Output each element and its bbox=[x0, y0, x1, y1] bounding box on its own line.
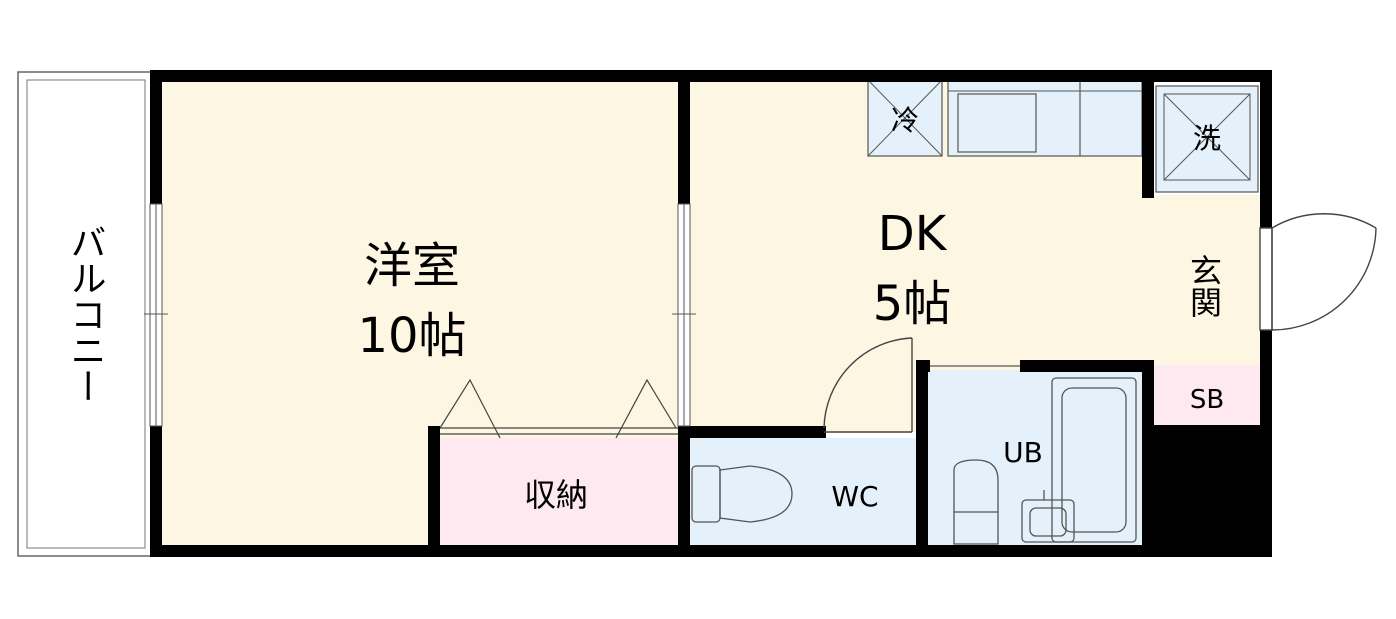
label-sb: SB bbox=[1190, 385, 1224, 415]
label-dk-size: 5帖 bbox=[873, 276, 952, 332]
kitchen-sink bbox=[957, 93, 1037, 153]
label-fridge: 冷 bbox=[891, 104, 919, 137]
sb-floor bbox=[1154, 365, 1260, 425]
fridge-cross-b bbox=[867, 79, 943, 157]
washer-pan bbox=[1163, 93, 1251, 181]
label-genkan: 玄関 bbox=[1185, 254, 1223, 318]
balcony-floor bbox=[17, 71, 153, 557]
label-youshitsu-size: 10帖 bbox=[357, 308, 466, 364]
label-youshitsu-name: 洋室 bbox=[364, 238, 460, 294]
walls bbox=[150, 70, 1272, 557]
label-wc: WC bbox=[831, 480, 878, 513]
dk-floor-lower bbox=[688, 360, 918, 432]
wc-floor bbox=[688, 438, 918, 547]
ub-floor bbox=[928, 370, 1146, 547]
label-storage: 収納 bbox=[524, 476, 588, 514]
genkan-floor bbox=[1146, 195, 1260, 365]
label-balcony: バルコニー bbox=[65, 224, 106, 404]
entrance-door bbox=[1259, 213, 1377, 331]
storage-doors bbox=[439, 378, 678, 439]
storage-floor bbox=[435, 438, 678, 547]
label-dk-name: DK bbox=[878, 206, 948, 262]
washer-cross-b bbox=[1163, 93, 1251, 181]
window-left bbox=[144, 203, 168, 427]
bath-fixtures bbox=[953, 377, 1137, 545]
window-middle bbox=[672, 203, 696, 427]
toilet bbox=[691, 465, 793, 523]
label-washer: 洗 bbox=[1193, 122, 1221, 155]
wc-door bbox=[823, 337, 913, 433]
label-ub: UB bbox=[1003, 436, 1043, 469]
